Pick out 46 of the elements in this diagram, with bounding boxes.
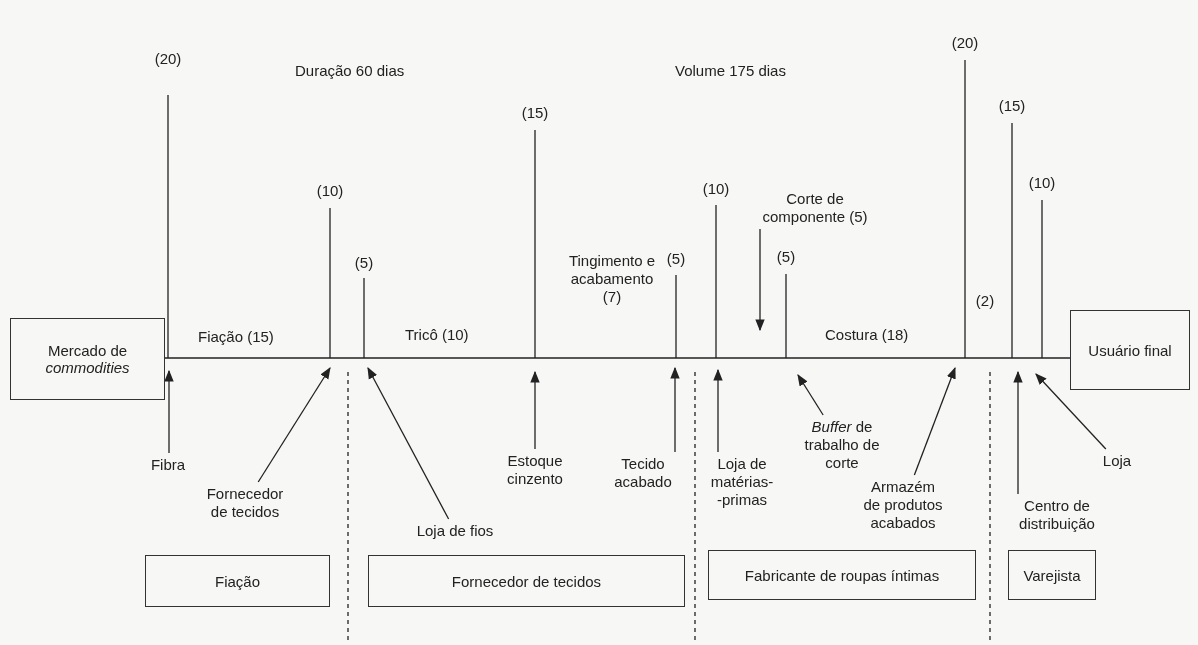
inventory-label: (10) <box>1027 174 1057 192</box>
callout-label: Loja de matérias- -primas <box>709 455 775 509</box>
callout-label: Fornecedor de tecidos <box>201 485 289 521</box>
stage-box: Fornecedor de tecidos <box>368 555 685 607</box>
stage-label: (2) <box>974 292 996 310</box>
stage-box: Varejista <box>1008 550 1096 600</box>
callout-label: Estoque cinzento <box>496 452 574 488</box>
process-label: Corte de componente (5) <box>752 190 878 226</box>
arrow <box>530 370 540 450</box>
arrow <box>797 374 824 416</box>
callout-label: Tecido acabado <box>608 455 678 491</box>
stage-box: Fiação <box>145 555 330 607</box>
arrow <box>257 367 331 483</box>
inventory-label: (5) <box>353 254 375 272</box>
callout-label: Fibra <box>138 456 198 474</box>
inventory-label: (15) <box>520 104 550 122</box>
timeline <box>164 357 1071 359</box>
arrow <box>913 366 956 476</box>
arrow <box>1035 373 1107 450</box>
inventory-label: (5) <box>775 248 797 266</box>
callout-label: Loja <box>1095 452 1139 470</box>
market-box: Mercado de commodities <box>10 318 165 400</box>
stage-label: Volume 175 dias <box>675 62 787 80</box>
arrow <box>367 366 450 520</box>
stage-box: Fabricante de roupas íntimas <box>708 550 976 600</box>
inventory-label: (20) <box>153 50 183 68</box>
callout-label: Centro de distribuição <box>1007 497 1107 533</box>
inventory-label: (10) <box>315 182 345 200</box>
stage-label: Tricô (10) <box>405 326 470 344</box>
end-user-box: Usuário final <box>1070 310 1190 390</box>
inventory-label: (5) <box>665 250 687 268</box>
arrow <box>713 368 723 453</box>
arrow <box>164 369 174 454</box>
callout-label: Buffer de trabalho de corte <box>802 418 882 472</box>
stage-label: Fiação (15) <box>198 328 275 346</box>
inventory-label: (20) <box>950 34 980 52</box>
stage-label: Duração 60 dias <box>295 62 406 80</box>
callout-label: Loja de fios <box>405 522 505 540</box>
inventory-label: (10) <box>701 180 731 198</box>
stage-label: Tingimento e acabamento (7) <box>567 252 657 306</box>
arrow <box>1013 370 1023 495</box>
callout-label: Armazém de produtos acabados <box>861 478 945 532</box>
inventory-label: (15) <box>997 97 1027 115</box>
stage-label: Costura (18) <box>825 326 910 344</box>
arrow <box>755 228 765 332</box>
arrow <box>670 366 680 453</box>
